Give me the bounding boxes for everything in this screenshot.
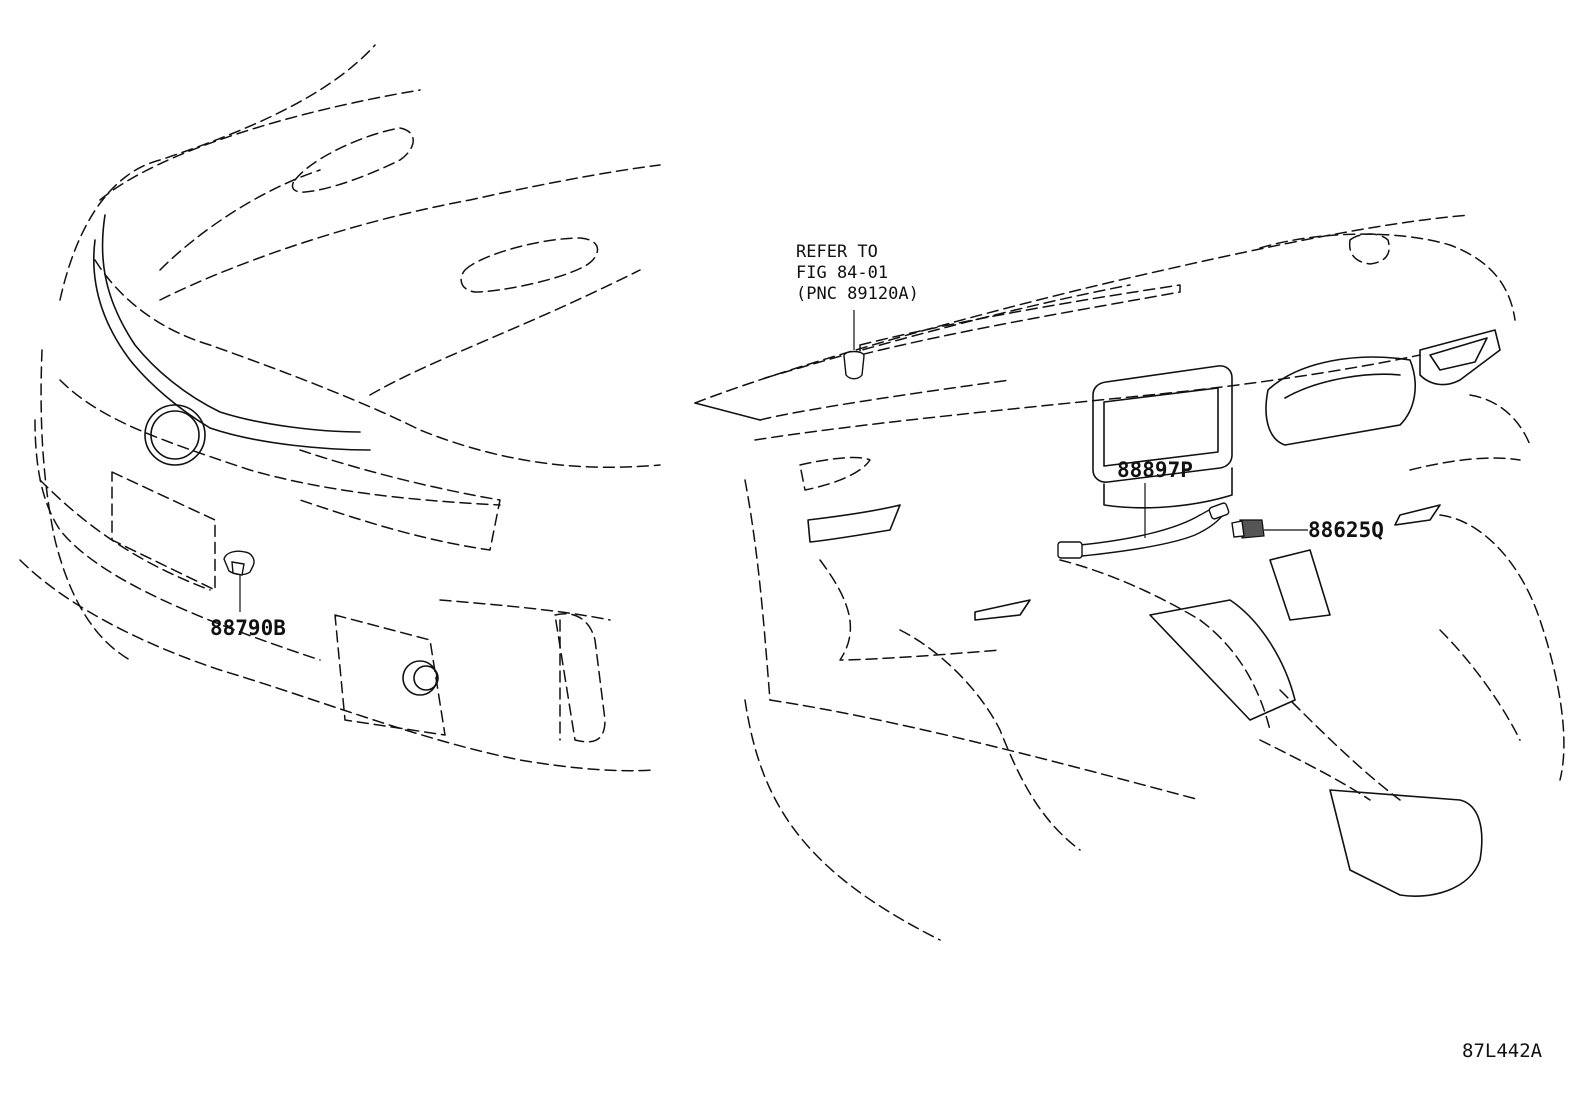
solar-sensor-icon[interactable]	[843, 310, 865, 380]
callout-88790b: 88790B	[210, 616, 286, 640]
refer-note-line2: FIG 84-01	[796, 263, 888, 283]
callout-88625q: 88625Q	[1308, 518, 1384, 542]
wire-harness-icon[interactable]	[1057, 483, 1230, 559]
front-bumper-sensor-icon[interactable]	[223, 550, 255, 612]
refer-note-line3: (PNC 89120A)	[796, 284, 919, 304]
front-vehicle-view	[19, 44, 661, 772]
figure-id: 87L442A	[1462, 1040, 1543, 1062]
callout-88897p: 88897P	[1117, 458, 1193, 482]
instrument-panel-view	[694, 214, 1565, 941]
refer-note-line1: REFER TO	[796, 242, 878, 262]
connector-icon[interactable]	[1231, 519, 1308, 539]
